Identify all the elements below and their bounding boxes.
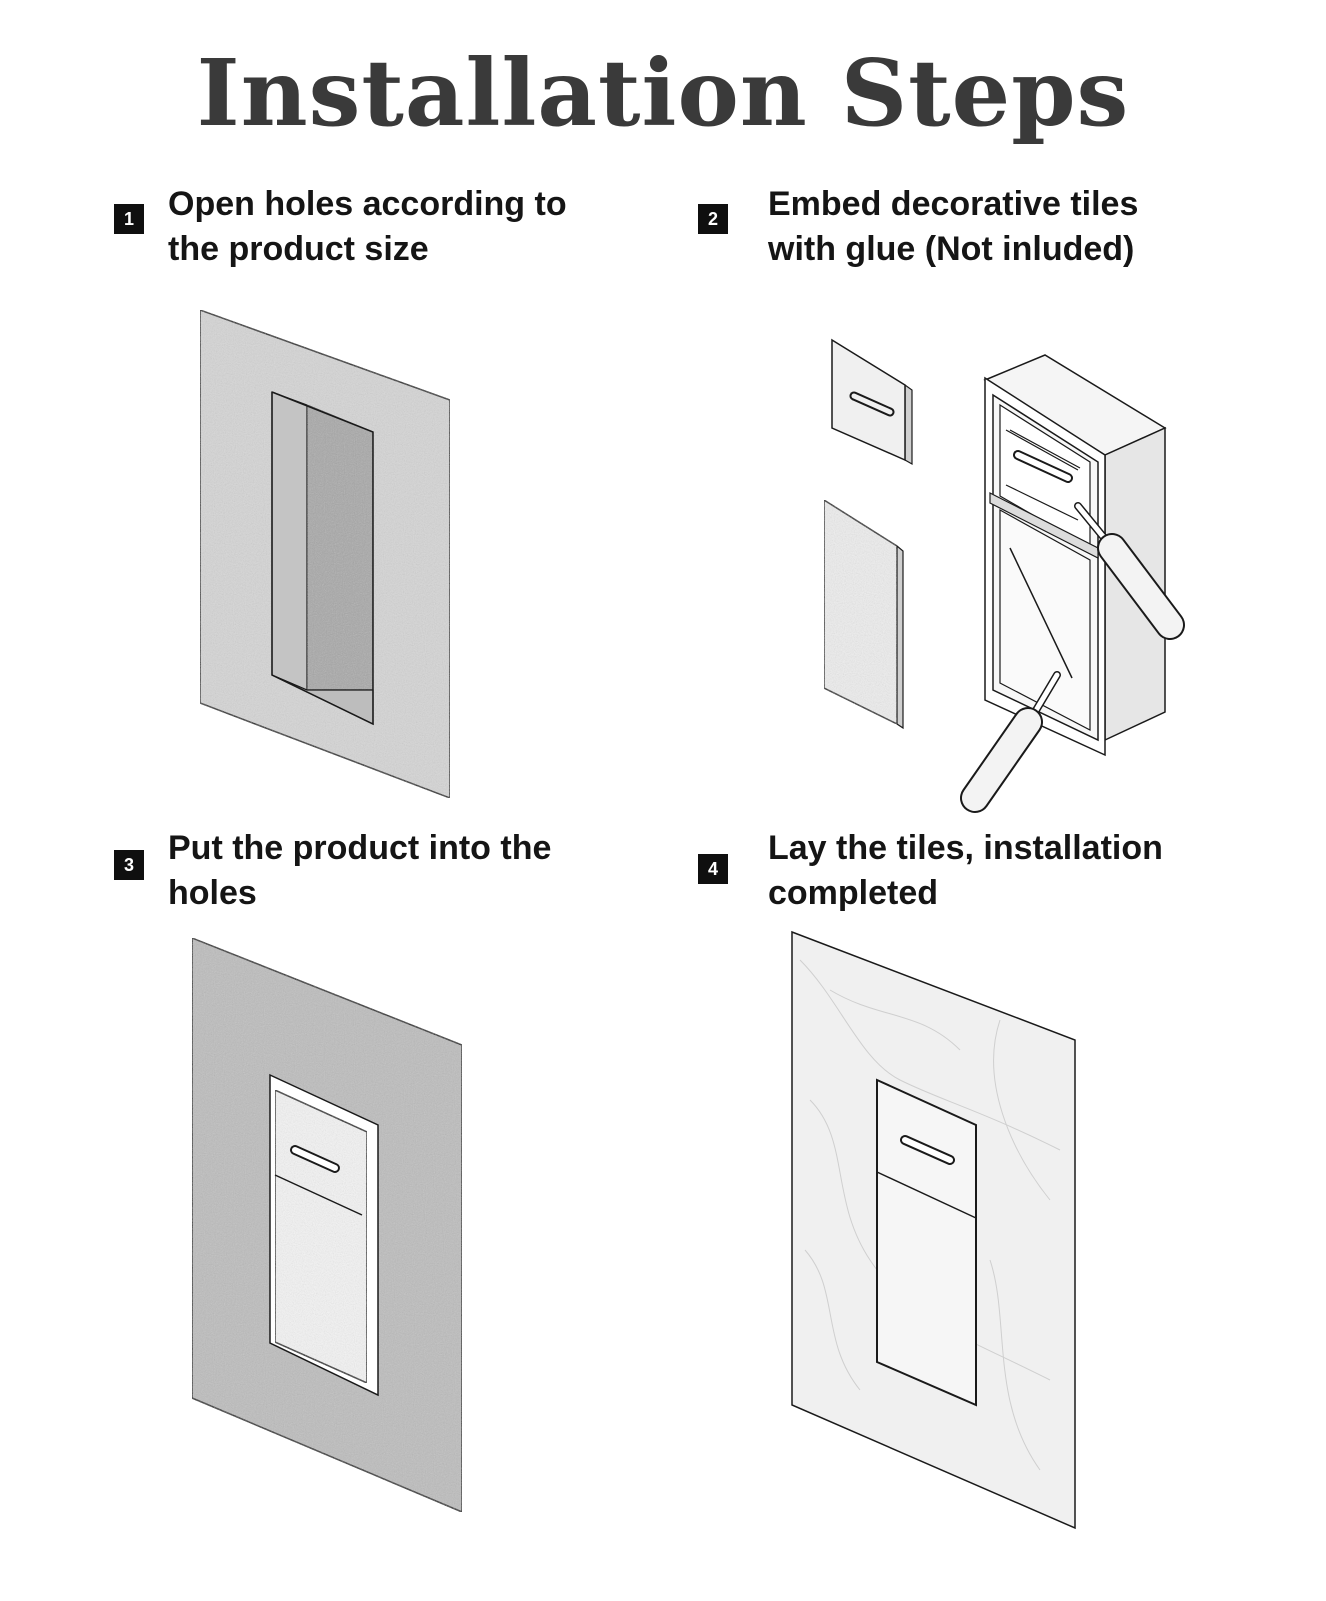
step-4-niche-opening	[876, 1078, 977, 1407]
step-3-illustration	[191, 936, 463, 1514]
step-2-box-shelf	[989, 492, 1099, 559]
step-1-badge: 1	[114, 204, 144, 234]
step-3-product-front	[274, 1088, 368, 1385]
step-1-illustration	[199, 308, 451, 800]
step-3-caption-line-1: Put the product into the	[168, 829, 552, 867]
step-3-caption-line-2: holes	[168, 874, 257, 912]
step-2-large-tile	[823, 498, 898, 726]
step-2-caption-line-1: Embed decorative tiles	[768, 185, 1139, 223]
step-1-caption-line-1: Open holes according to	[168, 185, 567, 223]
step-2-glue-gun-upper	[1074, 502, 1185, 640]
step-4-illustration	[791, 930, 1076, 1530]
step-2-glue-line-diagonal	[1009, 547, 1073, 679]
step-3-badge: 3	[114, 850, 144, 880]
step-4-caption: Lay the tiles, installation completed	[768, 826, 1163, 916]
step-1-niche-left-side	[271, 391, 308, 691]
step-1-niche-back-wall	[306, 404, 374, 691]
step-2-badge: 2	[698, 204, 728, 234]
step-4-niche-shelf-line	[876, 1171, 977, 1219]
step-1-niche-outline	[271, 391, 374, 726]
page-title: Installation Steps	[196, 39, 1130, 147]
step-2-glue-lines-upper	[1009, 429, 1081, 469]
step-2-large-tile-side	[896, 544, 904, 730]
step-2-caption-line-2: with glue (Not inluded)	[768, 230, 1135, 268]
step-2-caption: Embed decorative tiles with glue (Not in…	[768, 182, 1138, 272]
step-2-glue-gun-lower	[960, 671, 1061, 813]
step-4-badge: 4	[698, 854, 728, 884]
step-4-caption-line-2: completed	[768, 874, 939, 912]
step-4-marble-veins	[799, 959, 1061, 1471]
step-2-small-tile-side	[904, 383, 913, 466]
step-2-illustration	[823, 338, 1185, 813]
step-4-caption-line-1: Lay the tiles, installation	[768, 829, 1163, 867]
step-3-product-shelf-line	[274, 1174, 363, 1216]
step-1-caption: Open holes according to the product size	[168, 182, 567, 272]
step-1-caption-line-2: the product size	[168, 230, 429, 268]
step-3-caption: Put the product into the holes	[168, 826, 551, 916]
